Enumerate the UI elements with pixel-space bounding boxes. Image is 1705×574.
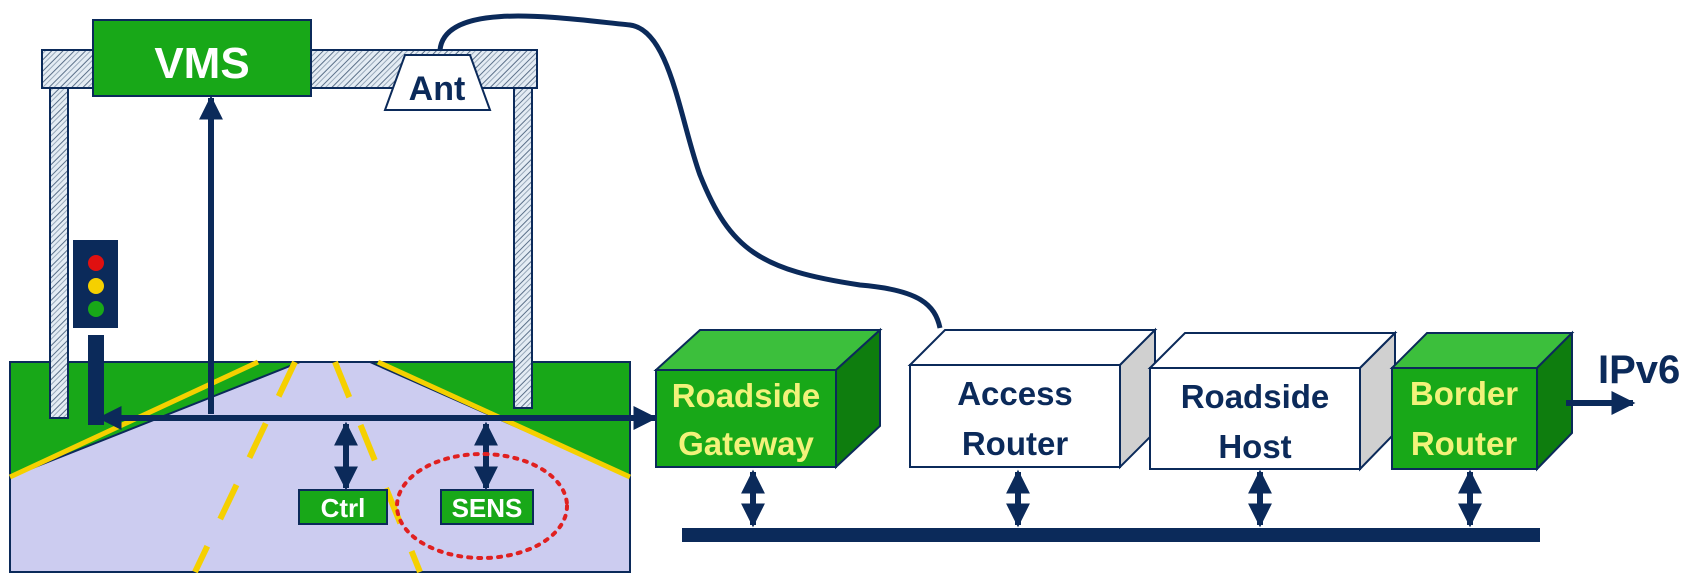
- sens-highlight-circle: [395, 452, 569, 560]
- border-router-label-line2: Router: [1411, 425, 1517, 462]
- network-backbone: [682, 528, 1540, 542]
- vms-sign[interactable]: VMS: [92, 19, 312, 97]
- ant-label: Ant: [409, 70, 466, 108]
- sens-label: SENS: [452, 493, 523, 523]
- roadside-host-label-line2: Host: [1218, 428, 1291, 465]
- sens-box[interactable]: SENS: [440, 489, 534, 525]
- backbone-links: [741, 469, 1482, 528]
- access-router-label-line2: Router: [962, 425, 1068, 462]
- ctrl-label: Ctrl: [321, 493, 366, 523]
- ctrl-box[interactable]: Ctrl: [298, 489, 388, 525]
- traffic-light-icon[interactable]: [73, 240, 118, 425]
- traffic-light-pole: [88, 335, 104, 425]
- vms-label: VMS: [154, 39, 249, 88]
- antenna-icon[interactable]: Ant: [383, 54, 492, 111]
- roadside-host-label-line1: Roadside: [1181, 378, 1330, 415]
- gantry-post-left: [49, 77, 69, 419]
- ipv6-label: IPv6: [1598, 348, 1680, 392]
- border-router-label-line1: Border: [1410, 375, 1518, 412]
- roadside-gateway-box[interactable]: Roadside Gateway: [653, 327, 883, 470]
- access-router-label-line1: Access: [957, 375, 1073, 412]
- roadside-gateway-label-line2: Gateway: [678, 425, 814, 462]
- antenna-cable: [437, 13, 943, 329]
- gantry-post-right: [513, 77, 533, 409]
- access-router-box[interactable]: Access Router: [907, 327, 1158, 470]
- roadside-links: [97, 95, 658, 491]
- roadside-gateway-label-line1: Roadside: [672, 377, 821, 414]
- border-router-box[interactable]: Border Router: [1389, 330, 1575, 472]
- lane-marking-right: [332, 360, 423, 574]
- roadside-host-box[interactable]: Roadside Host: [1147, 330, 1398, 472]
